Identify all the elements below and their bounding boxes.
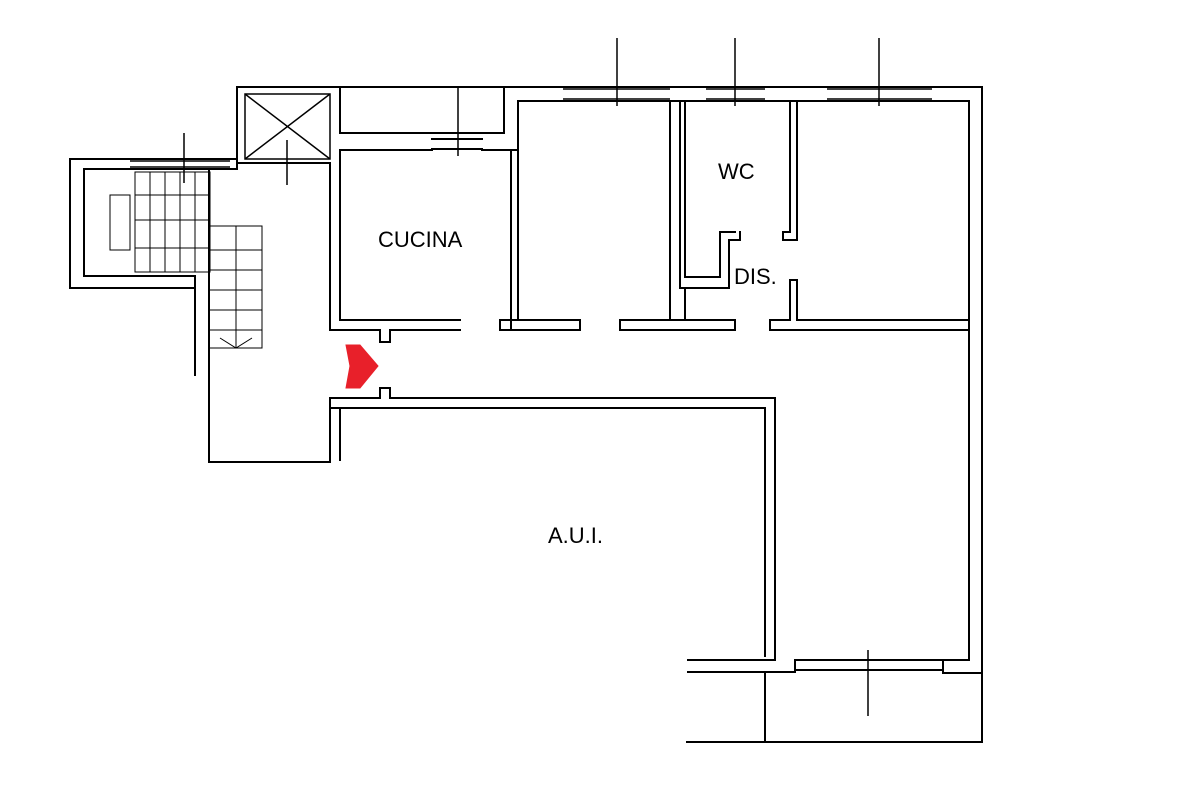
- room-label-kitchen: CUCINA: [378, 227, 463, 252]
- room-label-dis: DIS.: [734, 264, 777, 289]
- entrance-arrow-icon: [345, 344, 379, 389]
- room-label-wc: WC: [718, 159, 755, 184]
- walls: [69, 86, 983, 743]
- elevator-icon: [244, 93, 331, 164]
- staircase-icon: [109, 171, 263, 349]
- room-label-aui: A.U.I.: [548, 523, 604, 548]
- facade-ticks: [183, 38, 880, 716]
